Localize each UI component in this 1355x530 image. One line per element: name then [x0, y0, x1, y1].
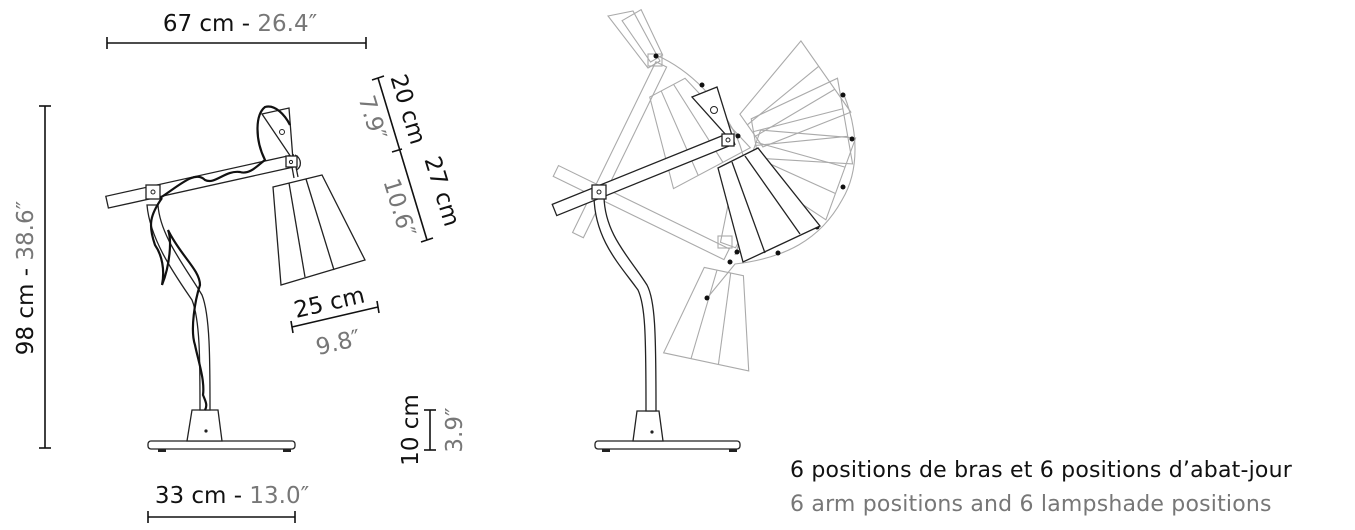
- lamp-base-socket: [186, 409, 223, 442]
- shade-neck: [260, 107, 294, 163]
- lamp-base-plate: [594, 440, 741, 450]
- left-lamp: [105, 105, 366, 452]
- lamp-arm: [551, 132, 734, 217]
- motion-arc: [707, 94, 856, 298]
- shade-neck: [690, 86, 736, 146]
- base-height-imperial: 3.9″: [442, 407, 468, 453]
- shade-diameter-imperial: 9.8″: [313, 325, 363, 361]
- shade-neck-metric: 20 cm: [385, 71, 431, 147]
- height-dimension: 98 cm - 38.6″: [13, 105, 51, 449]
- lamp-stem: [593, 196, 657, 412]
- power-cable: [149, 197, 208, 411]
- shade-height-dimension: 20 cm 7.9″ 27 cm 10.6″: [353, 71, 465, 243]
- lamp-base-plate: [147, 440, 296, 450]
- base-height-metric: 10 cm: [398, 394, 424, 466]
- lampshade: [272, 174, 366, 286]
- positions-diagram: [551, 8, 857, 452]
- arm-joint: [145, 184, 161, 200]
- base-height-dimension: 10 cm 3.9″: [398, 394, 468, 466]
- base-width-label: 33 cm - 13.0″: [155, 483, 310, 509]
- base-width-dimension: 33 cm - 13.0″: [147, 483, 310, 523]
- width-dimension: 67 cm - 26.4″: [106, 11, 367, 49]
- ghost-arm-positions: [552, 53, 733, 261]
- caption-english: 6 arm positions and 6 lampshade position…: [790, 492, 1272, 517]
- arm-joint: [591, 184, 607, 200]
- lampshade: [717, 147, 822, 263]
- caption-french: 6 positions de bras et 6 positions d’aba…: [790, 458, 1292, 483]
- lamp-stem: [146, 204, 211, 411]
- lamp-base-socket: [632, 410, 664, 442]
- lamp-arm: [105, 153, 297, 209]
- shade-diameter-dimension: 25 cm 9.8″: [290, 282, 380, 361]
- height-label: 98 cm - 38.6″: [13, 200, 39, 355]
- width-label: 67 cm - 26.4″: [163, 11, 318, 37]
- shade-height-imperial: 10.6″: [378, 176, 420, 241]
- shade-height-metric: 27 cm: [419, 153, 465, 229]
